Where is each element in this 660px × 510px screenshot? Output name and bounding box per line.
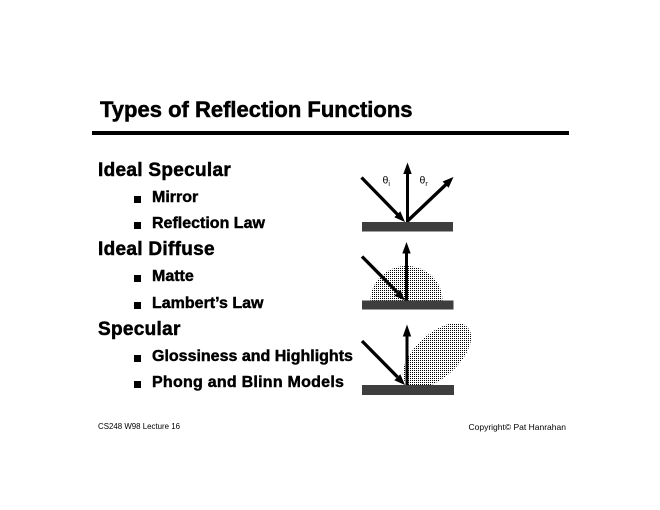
- svg-text:θi: θi: [383, 175, 391, 189]
- svg-text:θr: θr: [420, 175, 429, 189]
